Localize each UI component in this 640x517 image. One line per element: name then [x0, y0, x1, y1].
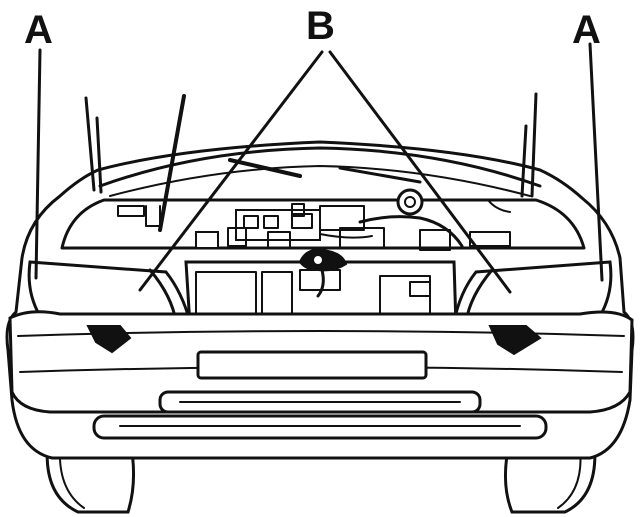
- callout-label-a-right: A: [572, 8, 601, 52]
- bonnet-release-emblem: [298, 248, 348, 298]
- lower-intake: [92, 390, 548, 440]
- engine-components: [117, 188, 511, 251]
- callout-label-a-left: A: [24, 8, 53, 52]
- windscreen: [98, 146, 542, 188]
- callout-leaders: [34, 42, 604, 294]
- indicator-left: [86, 325, 132, 354]
- bonnet-prop-rod: [158, 94, 186, 232]
- wiper-arm: [228, 158, 302, 178]
- number-plate-recess: [196, 350, 428, 380]
- bonnet-stay-right: [520, 92, 538, 198]
- indicator-right: [488, 325, 542, 356]
- engine-bay: [60, 198, 586, 250]
- callout-label-b: B: [306, 4, 335, 48]
- bonnet-stay-left: [84, 96, 103, 194]
